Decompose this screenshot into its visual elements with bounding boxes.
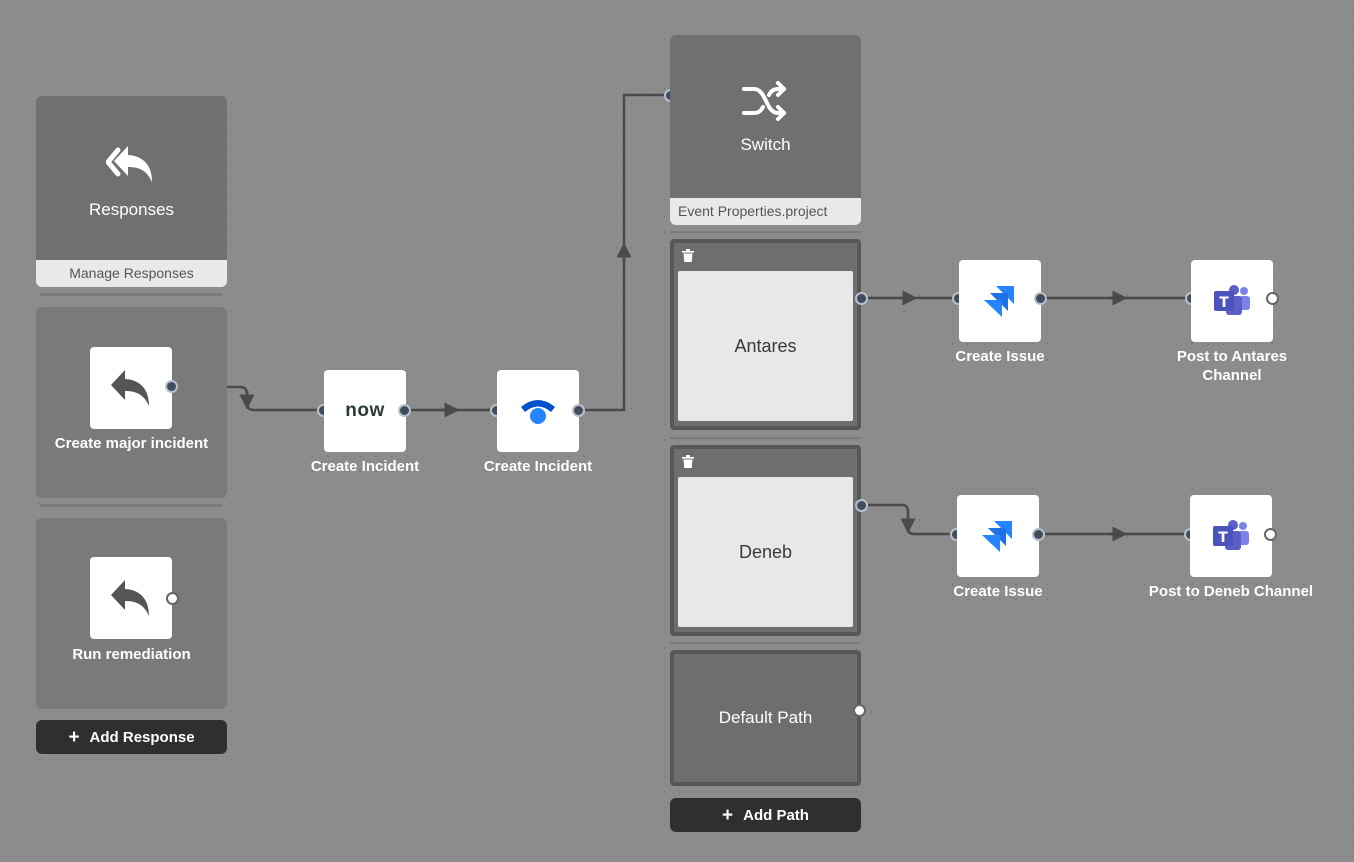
antares-jira-output-port[interactable]	[1034, 292, 1047, 305]
switch-property[interactable]: Event Properties.project	[670, 198, 861, 225]
switch-title: Switch	[740, 135, 791, 154]
servicenow-label: Create Incident	[310, 458, 420, 475]
double-reply-icon	[105, 144, 160, 188]
statuspage-node[interactable]	[497, 370, 579, 452]
servicenow-logo: now	[345, 400, 385, 421]
svg-text:T: T	[1218, 530, 1228, 546]
servicenow-output-port[interactable]	[398, 404, 411, 417]
path-antares-label: Antares	[678, 271, 853, 421]
svg-text:T: T	[1219, 295, 1229, 311]
deneb-jira-output-port[interactable]	[1032, 528, 1045, 541]
reply-icon	[111, 370, 149, 406]
path-deneb-label: Deneb	[678, 477, 853, 627]
jira-logo	[984, 286, 1014, 317]
major-incident-node[interactable]	[90, 347, 172, 429]
default-path-label: Default Path	[718, 708, 813, 727]
deneb-teams-output-port[interactable]	[1264, 528, 1277, 541]
antares-teams-label: Post to Antares Channel	[1176, 348, 1288, 384]
deneb-jira-node[interactable]	[957, 495, 1039, 577]
teams-logo: T	[1213, 520, 1249, 550]
statuspage-logo	[521, 400, 555, 424]
divider	[41, 504, 222, 507]
divider	[670, 231, 861, 233]
path-antares[interactable]: Antares	[670, 239, 861, 430]
trash-icon[interactable]	[682, 455, 694, 473]
statuspage-label: Create Incident	[483, 458, 593, 475]
divider	[670, 437, 861, 439]
plus-icon: +	[68, 726, 80, 748]
jira-logo	[982, 521, 1012, 552]
antares-output-port[interactable]	[855, 292, 868, 305]
antares-jira-node[interactable]	[959, 260, 1041, 342]
major-incident-label: Create major incident	[54, 435, 209, 452]
antares-teams-output-port[interactable]	[1266, 292, 1279, 305]
teams-logo: T	[1214, 285, 1250, 315]
plus-icon: +	[722, 804, 734, 826]
major-incident-output-port[interactable]	[165, 380, 178, 393]
run-remediation-label: Run remediation	[72, 646, 191, 663]
run-remediation-node[interactable]	[90, 557, 172, 639]
servicenow-node[interactable]: now	[324, 370, 406, 452]
response-item-run-remediation[interactable]: Run remediation	[36, 518, 227, 709]
run-remediation-output-port[interactable]	[166, 592, 179, 605]
divider	[670, 642, 861, 644]
default-path-output-port[interactable]	[853, 704, 866, 717]
default-path[interactable]: Default Path	[670, 650, 861, 786]
switch-panel[interactable]: Switch Event Properties.project	[670, 35, 861, 225]
antares-teams-node[interactable]: T	[1191, 260, 1273, 342]
shuffle-icon	[742, 81, 788, 126]
add-response-button[interactable]: + Add Response	[36, 720, 227, 754]
response-item-major-incident[interactable]: Create major incident	[36, 307, 227, 498]
divider	[41, 293, 222, 296]
antares-jira-label: Create Issue	[955, 348, 1045, 365]
path-deneb[interactable]: Deneb	[670, 445, 861, 636]
manage-responses-link[interactable]: Manage Responses	[36, 260, 227, 287]
responses-panel[interactable]: Responses Manage Responses	[36, 96, 227, 287]
wire-statuspage-to-switch	[578, 93, 670, 412]
deneb-teams-label: Post to Deneb Channel	[1148, 583, 1314, 600]
add-response-label: Add Response	[89, 728, 195, 746]
deneb-output-port[interactable]	[855, 499, 868, 512]
wire-deneb-to-jira	[861, 503, 957, 536]
add-path-button[interactable]: + Add Path	[670, 798, 861, 832]
add-path-label: Add Path	[743, 806, 809, 824]
statuspage-output-port[interactable]	[572, 404, 585, 417]
reply-icon	[111, 580, 149, 616]
trash-icon[interactable]	[682, 249, 694, 267]
deneb-teams-node[interactable]: T	[1190, 495, 1272, 577]
deneb-jira-label: Create Issue	[953, 583, 1043, 600]
responses-title: Responses	[88, 200, 175, 219]
